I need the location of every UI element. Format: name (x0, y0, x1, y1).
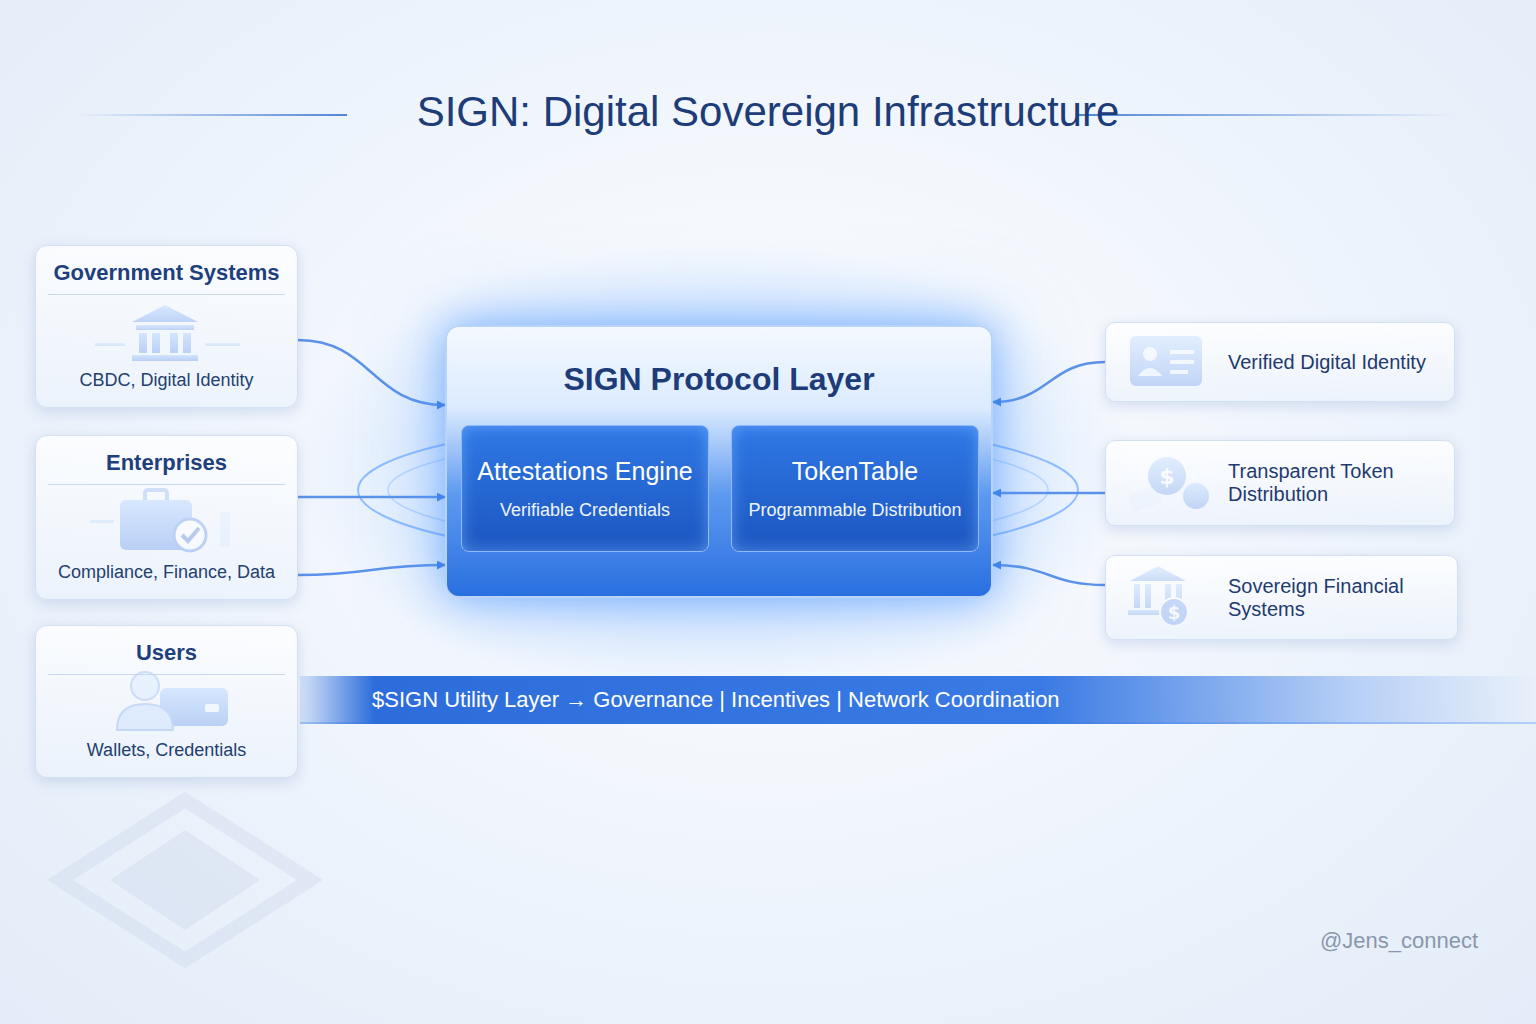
node-heading: SIGN Protocol Layer (447, 361, 991, 398)
output-box: Verified Digital Identity (1105, 322, 1455, 402)
engine-box: Attestations EngineVerifiable Credential… (461, 425, 709, 552)
node-heading: Enterprises (48, 450, 285, 485)
node-heading: Verified Digital Identity (1228, 351, 1426, 374)
source-box: EnterprisesCompliance, Finance, Data (35, 435, 298, 600)
protocol-layer: SIGN Protocol LayerAttestations EngineVe… (445, 325, 993, 598)
title-rule (75, 114, 347, 116)
node-body: Programmable Distribution (748, 500, 961, 521)
node-heading: Users (48, 640, 285, 675)
connector (298, 340, 445, 405)
glow (298, 240, 1138, 700)
connector (298, 496, 445, 499)
source-box: UsersWallets, Credentials (35, 625, 298, 778)
node-heading: Transparent Token Distribution (1228, 460, 1442, 506)
node-heading: $SIGN Utility Layer → Governance | Incen… (372, 687, 1060, 713)
node-heading: TokenTable (792, 457, 918, 486)
node-body: Compliance, Finance, Data (58, 562, 275, 583)
connector (298, 565, 445, 575)
node-body: CBDC, Digital Identity (79, 370, 253, 391)
connector (993, 362, 1105, 402)
node-body: Wallets, Credentials (87, 740, 246, 761)
node-body: Verifiable Credentials (500, 500, 670, 521)
connector (993, 492, 1105, 495)
title-wrap: SIGN: Digital Sovereign Infrastructure (0, 88, 1536, 136)
watermark: @Jens_connect (1320, 928, 1478, 954)
node-heading: Sovereign Financial Systems (1228, 575, 1445, 621)
utility-band: $SIGN Utility Layer → Governance | Incen… (300, 676, 1536, 724)
node-heading: Attestations Engine (477, 457, 692, 486)
source-box: Government SystemsCBDC, Digital Identity (35, 245, 298, 408)
output-box: Transparent Token Distribution (1105, 440, 1455, 526)
connector (993, 565, 1105, 585)
background-logo (60, 800, 310, 960)
engine-box: TokenTableProgrammable Distribution (731, 425, 979, 552)
diagram-title: SIGN: Digital Sovereign Infrastructure (417, 88, 1120, 135)
node-heading: Government Systems (48, 260, 285, 295)
title-rule (1078, 114, 1458, 116)
output-box: Sovereign Financial Systems (1105, 555, 1458, 640)
